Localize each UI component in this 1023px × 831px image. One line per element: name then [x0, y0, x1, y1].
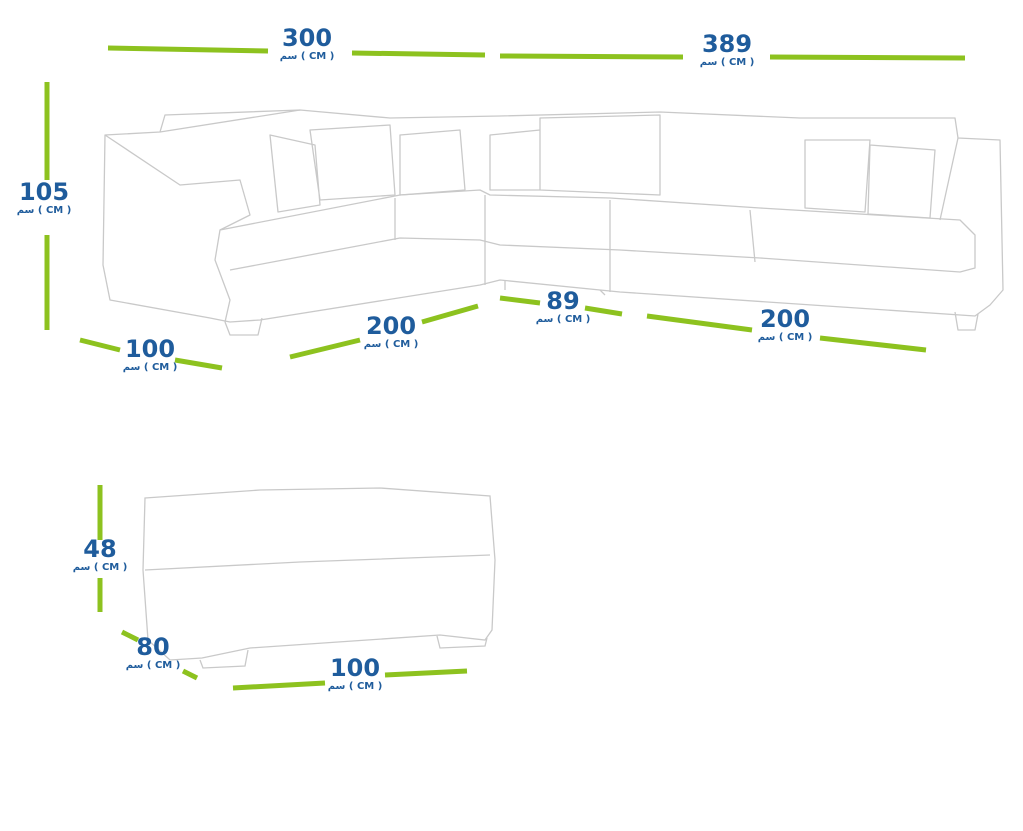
sofa-outline	[102, 109, 1004, 336]
dimension-value: 389	[701, 30, 753, 58]
dimension-value: 200	[365, 312, 417, 340]
dimension-value: 100	[329, 654, 381, 682]
dim-line-200a-left	[289, 337, 361, 360]
dimension-label-sofa-100: 100 سم ( CM )	[123, 337, 178, 373]
dim-line-300-left	[107, 45, 269, 54]
unit-label: سم ( CM )	[125, 660, 181, 671]
dim-line-100-right	[174, 357, 223, 371]
dimension-lines	[44, 45, 966, 691]
dim-line-100o-right	[384, 668, 468, 678]
unit-label: سم ( CM )	[16, 205, 72, 216]
dimension-value: 200	[759, 305, 811, 333]
dim-line-100o-left	[232, 680, 326, 691]
dim-line-389-left	[499, 53, 684, 60]
unit-label: سم ( CM )	[699, 57, 755, 68]
dimension-value: 80	[136, 633, 170, 661]
dimension-value: 89	[546, 287, 580, 315]
dimension-label-ottoman-48: 48 سم ( CM )	[73, 537, 128, 573]
dimension-label-ottoman-80: 80 سم ( CM )	[126, 635, 181, 671]
dimension-label-sofa-389: 389 سم ( CM )	[700, 32, 755, 68]
unit-label: سم ( CM )	[72, 562, 128, 573]
unit-label: سم ( CM )	[122, 362, 178, 373]
dimension-label-sofa-300: 300 سم ( CM )	[280, 26, 335, 62]
unit-label: سم ( CM )	[535, 314, 591, 325]
unit-label: سم ( CM )	[327, 681, 383, 692]
dim-line-89-left	[499, 295, 541, 306]
dimension-label-sofa-200-right: 200 سم ( CM )	[758, 307, 813, 343]
dim-line-389-right	[769, 54, 966, 61]
dim-line-100-left	[79, 337, 121, 353]
dim-line-80-bottom	[181, 668, 199, 681]
dim-line-200b-left	[646, 313, 753, 333]
dim-line-80-top	[120, 629, 140, 643]
dim-line-89-right	[584, 305, 623, 317]
dimension-value: 48	[83, 535, 117, 563]
dimension-value: 105	[18, 178, 70, 206]
dimension-label-sofa-200-left: 200 سم ( CM )	[364, 314, 419, 350]
dim-line-200b-right	[819, 335, 927, 353]
dim-line-300-right	[351, 50, 486, 58]
dimension-value: 300	[281, 24, 333, 52]
unit-label: سم ( CM )	[363, 339, 419, 350]
dimension-label-sofa-105: 105 سم ( CM )	[17, 180, 72, 216]
dimension-label-ottoman-100: 100 سم ( CM )	[328, 656, 383, 692]
dim-line-200a-right	[421, 303, 479, 325]
dimension-value: 100	[124, 335, 176, 363]
dimension-label-sofa-89: 89 سم ( CM )	[536, 289, 591, 325]
unit-label: سم ( CM )	[279, 51, 335, 62]
unit-label: سم ( CM )	[757, 332, 813, 343]
ottoman-outline	[142, 487, 496, 669]
